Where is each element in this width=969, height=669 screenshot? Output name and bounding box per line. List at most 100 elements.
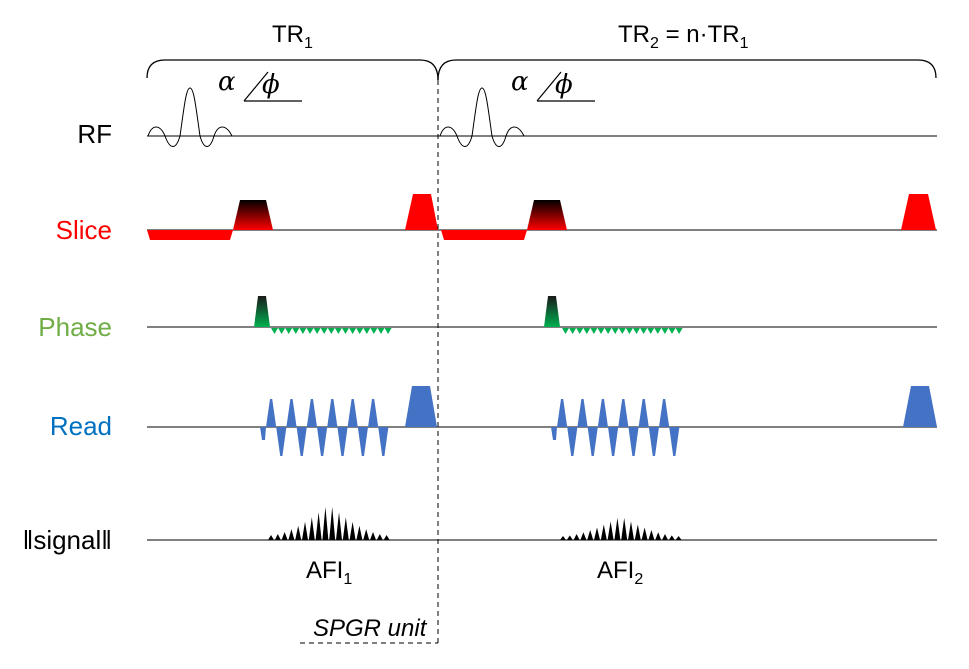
slice-waveform-1 — [147, 194, 438, 240]
read-lobe-positive — [306, 399, 317, 427]
signal-echo — [356, 525, 363, 540]
read-lobe-negative — [669, 427, 680, 456]
signal-echo — [641, 527, 648, 540]
signal-echoes-2 — [560, 517, 682, 540]
signal-echo — [573, 534, 580, 540]
signal-echo — [614, 517, 621, 540]
read-lobe-positive — [557, 399, 568, 427]
signal-echo — [342, 517, 349, 540]
phase-blip — [384, 328, 392, 334]
signal-echo — [302, 521, 308, 540]
signal-echo — [370, 531, 376, 540]
read-lobe-negative — [608, 427, 619, 456]
signal-echoes-1 — [268, 506, 390, 540]
signal-echo — [587, 530, 594, 540]
phase-blip — [349, 328, 357, 334]
phase-blip — [604, 328, 612, 334]
phase-blip — [590, 328, 598, 334]
signal-echo — [329, 506, 336, 540]
read-lobe-negative — [587, 427, 598, 456]
read-prephaser — [551, 427, 557, 440]
signal-echo — [675, 536, 682, 540]
read-lobe-positive — [638, 399, 649, 427]
signal-echo — [295, 525, 302, 540]
signal-echo — [376, 533, 383, 540]
phase-blip — [320, 328, 328, 334]
signal-echo — [648, 530, 655, 540]
signal-echo — [336, 512, 342, 540]
phase-blip — [640, 328, 648, 334]
signal-echo — [322, 506, 329, 540]
phase-blip — [342, 328, 349, 334]
signal-echo — [274, 533, 281, 540]
signal-label: ‖signal‖ — [23, 525, 112, 555]
signal-echo — [268, 535, 274, 540]
read-lobe-positive — [368, 399, 379, 427]
signal-echo — [607, 521, 614, 540]
phase-blip — [661, 328, 669, 334]
read-lobe-positive — [266, 399, 277, 427]
signal-echo — [308, 517, 315, 540]
phase-blip — [299, 328, 307, 334]
rf-label: RF — [77, 119, 112, 149]
signal-echo — [566, 535, 573, 540]
phase-blip — [377, 328, 385, 334]
phase-blip — [618, 328, 626, 334]
phase-blip — [313, 328, 321, 334]
phase-blip — [675, 328, 683, 334]
read-lobe-negative — [628, 427, 639, 456]
rf-pulse-1 — [147, 87, 233, 147]
phase-blip — [327, 328, 335, 334]
read-prephaser — [260, 427, 266, 440]
signal-echo — [600, 524, 607, 540]
signal-echo — [363, 529, 370, 540]
signal-echo — [634, 524, 641, 540]
read-lobe-positive — [286, 399, 297, 427]
phase-blip — [334, 328, 342, 334]
flip-annotation-2: α ϕ — [511, 67, 595, 102]
svg-text:ϕ: ϕ — [262, 70, 280, 100]
read-waveform-2 — [551, 386, 937, 456]
read-lobe-positive — [347, 399, 358, 427]
phase-blip — [583, 328, 591, 334]
spgr-unit-label: SPGR unit — [313, 615, 428, 642]
phase-blip — [611, 328, 619, 334]
read-lobe-negative — [276, 427, 287, 456]
signal-echo — [628, 521, 634, 540]
signal-echo — [288, 529, 295, 540]
signal-echo — [594, 527, 600, 540]
phase-blip — [356, 328, 364, 334]
phase-blip — [363, 328, 371, 334]
tr1-brace — [146, 59, 439, 81]
slice-waveform-2 — [441, 194, 936, 240]
tr1-label: TR1 — [272, 21, 313, 52]
read-lobe-positive — [618, 399, 629, 427]
read-lobe-negative — [567, 427, 578, 456]
phase-waveform-1 — [254, 296, 392, 334]
signal-echo — [655, 532, 662, 540]
read-lobe-positive — [659, 399, 670, 427]
read-lobe-negative — [317, 427, 328, 456]
svg-text:α: α — [511, 67, 529, 97]
signal-echo — [662, 534, 668, 540]
slice-label: Slice — [56, 215, 112, 245]
read-lobe-negative — [648, 427, 659, 456]
svg-text:ϕ: ϕ — [555, 70, 573, 100]
rf-pulse-2 — [439, 87, 525, 147]
phase-blip — [576, 328, 584, 334]
phase-blip — [278, 328, 286, 334]
phase-blip — [625, 328, 633, 334]
read-lobe-negative — [357, 427, 368, 456]
afi2-label: AFI2 — [597, 557, 643, 588]
phase-label: Phase — [38, 312, 112, 342]
phase-waveform-2 — [544, 296, 683, 334]
signal-echo — [281, 531, 288, 540]
read-lobe-negative — [378, 427, 389, 456]
flip-annotation-1: α ϕ — [218, 67, 302, 102]
signal-echo — [668, 535, 675, 540]
phase-blip — [271, 328, 278, 334]
read-waveform-1 — [260, 386, 437, 456]
phase-blip — [306, 328, 314, 334]
read-label: Read — [50, 411, 112, 441]
